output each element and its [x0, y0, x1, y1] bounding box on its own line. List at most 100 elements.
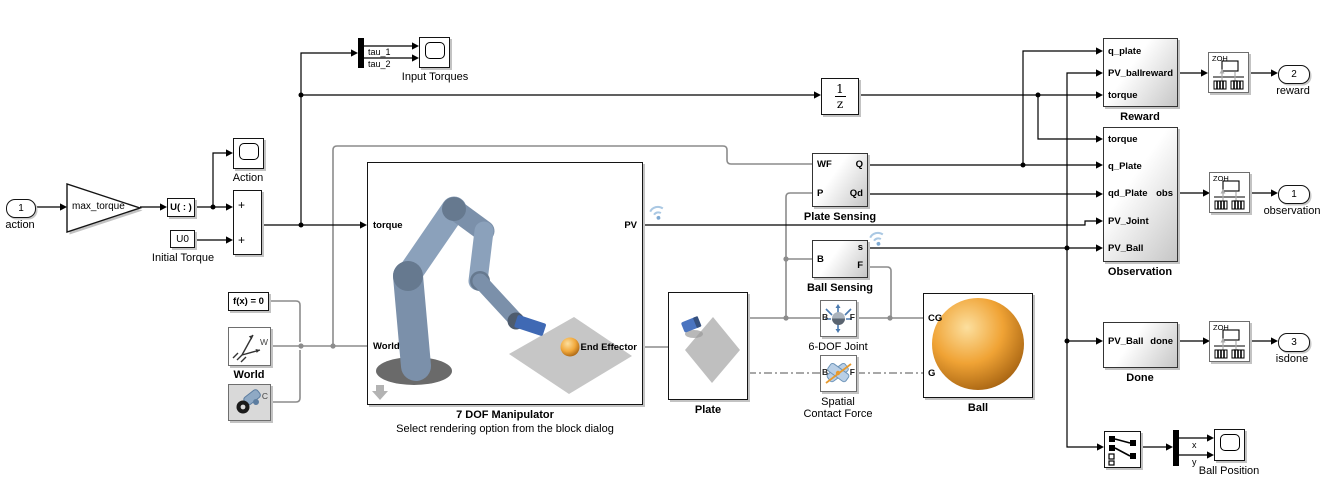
port-label-g: G — [928, 368, 936, 379]
ball-subsystem-block[interactable]: CG G — [923, 293, 1033, 398]
initial-torque-block[interactable]: U0 — [170, 230, 195, 248]
ball-sensing-name: Ball Sensing — [806, 282, 874, 294]
reward-in-pvball: PV_ball — [1108, 68, 1143, 79]
initial-torque-label: Initial Torque — [151, 252, 215, 264]
reward-in-torque: torque — [1108, 90, 1138, 101]
plate-sensing-name: Plate Sensing — [803, 211, 877, 223]
physical-connection-lines[interactable] — [269, 145, 923, 403]
port-label-q: Q — [855, 159, 863, 170]
obs-in-torque: torque — [1108, 134, 1138, 145]
reward-block[interactable]: q_plate PV_ball torque reward — [1103, 38, 1178, 107]
arrowheads — [60, 42, 1278, 459]
contact-force-name-line2: Contact Force — [803, 408, 873, 420]
mechanism-config-block[interactable]: C — [228, 384, 271, 421]
input-torques-label: Input Torques — [401, 71, 469, 83]
unit-delay-num: 1 — [836, 81, 844, 96]
gain-block-shape[interactable] — [66, 183, 143, 235]
obs-in-pvball: PV_Ball — [1108, 243, 1144, 254]
world-frame-block[interactable]: W — [228, 327, 271, 366]
ball-sensing-block[interactable]: B s F — [812, 240, 868, 278]
reward-name: Reward — [1120, 111, 1160, 123]
obs-in-pvjoint: PV_Joint — [1108, 216, 1149, 227]
port-label-pv: PV — [624, 220, 637, 231]
outport-isdone-label: isdone — [1275, 353, 1309, 365]
wireless-icon — [649, 205, 664, 220]
contact-port-f: F — [849, 367, 855, 377]
port-label-b: B — [817, 254, 824, 265]
spatial-contact-force-block[interactable]: B F — [820, 355, 857, 392]
outport-isdone-num: 3 — [1291, 337, 1297, 348]
reshape-block[interactable]: U( : ) — [167, 198, 195, 217]
port-label-end-effector: End Effector — [580, 342, 637, 353]
rate-transition-observation-block[interactable]: ZOH — [1209, 172, 1250, 213]
done-name: Done — [1126, 372, 1154, 384]
scope-screen-icon — [1220, 434, 1240, 451]
selector-icon — [1108, 436, 1136, 466]
port-label-f: F — [857, 260, 863, 271]
signal-label-tau2: tau_2 — [368, 59, 391, 69]
sum-block[interactable]: + + — [233, 190, 262, 255]
zoh-icon — [1214, 180, 1245, 210]
outport-reward[interactable]: 2 — [1278, 65, 1310, 84]
plate-subsystem-block[interactable] — [668, 292, 748, 400]
sum-plus1: + — [238, 198, 246, 212]
outport-reward-num: 2 — [1291, 69, 1297, 80]
zoh-text: ZOH — [1212, 54, 1228, 63]
outport-isdone[interactable]: 3 — [1278, 333, 1310, 352]
joint-port-b: B — [822, 312, 829, 322]
signal-label-tau1: tau_1 — [368, 47, 391, 57]
inport-action[interactable]: 1 — [6, 199, 36, 218]
gain-label: max_torque — [72, 201, 125, 212]
signal-lines[interactable] — [34, 45, 1271, 456]
signal-label-x: x — [1192, 440, 1197, 450]
solver-config-block[interactable]: f(x) = 0 — [228, 292, 269, 311]
wireless-icon — [869, 231, 884, 246]
solver-text: f(x) = 0 — [233, 296, 264, 307]
zoh-text: ZOH — [1213, 174, 1229, 183]
six-dof-joint-block[interactable]: B F — [820, 300, 857, 337]
observation-name: Observation — [1107, 266, 1173, 278]
rate-transition-done-block[interactable]: ZOH — [1209, 321, 1250, 362]
unit-delay-den: z — [836, 97, 844, 112]
input-torques-scope-block[interactable] — [419, 37, 450, 68]
ball-name: Ball — [967, 402, 989, 414]
zoh-icon — [1214, 329, 1245, 359]
scope-screen-icon — [425, 42, 445, 59]
obs-out: obs — [1156, 188, 1173, 199]
plate-illustration — [681, 316, 740, 383]
action-scope-block[interactable] — [233, 138, 264, 169]
ball-illustration — [932, 298, 1024, 390]
ball-position-label: Ball Position — [1198, 465, 1260, 477]
inport-action-label: action — [5, 219, 35, 231]
contact-force-name-line1: Spatial — [821, 396, 855, 408]
port-label-qd: Qd — [849, 188, 863, 199]
rate-transition-reward-block[interactable]: ZOH — [1208, 52, 1249, 93]
world-frame-label: World — [233, 369, 265, 381]
port-label-world: World — [373, 341, 400, 352]
mechanism-port-letter: C — [261, 391, 268, 401]
demux-block[interactable] — [358, 38, 364, 68]
scope-screen-icon — [239, 143, 259, 160]
done-block[interactable]: PV_Ball done — [1103, 322, 1178, 368]
reward-in-qplate: q_plate — [1108, 46, 1142, 57]
mux-block[interactable] — [1173, 430, 1179, 466]
action-scope-label: Action — [232, 172, 264, 184]
reward-out: reward — [1141, 68, 1173, 79]
outport-observation-label: observation — [1263, 205, 1321, 217]
reshape-text: U( : ) — [170, 202, 192, 213]
done-in-pvball: PV_Ball — [1108, 336, 1144, 347]
plate-name: Plate — [694, 404, 722, 416]
plate-sensing-block[interactable]: WF P Q Qd — [812, 153, 868, 207]
sum-plus2: + — [238, 233, 246, 247]
outport-observation[interactable]: 1 — [1278, 185, 1310, 204]
u0-text: U0 — [176, 233, 189, 245]
ball-position-scope-block[interactable] — [1214, 429, 1245, 461]
selector-block[interactable] — [1104, 431, 1141, 468]
manipulator-name: 7 DOF Manipulator — [456, 409, 554, 421]
unit-delay-block[interactable]: 1 z — [821, 78, 859, 115]
zoh-text: ZOH — [1213, 323, 1229, 332]
six-dof-joint-name: 6-DOF Joint — [808, 341, 868, 353]
contact-port-b: B — [822, 367, 829, 377]
manipulator-subsystem-block[interactable]: torque World PV End Effector — [367, 162, 643, 405]
observation-block[interactable]: torque q_Plate qd_Plate PV_Joint PV_Ball… — [1103, 127, 1178, 262]
